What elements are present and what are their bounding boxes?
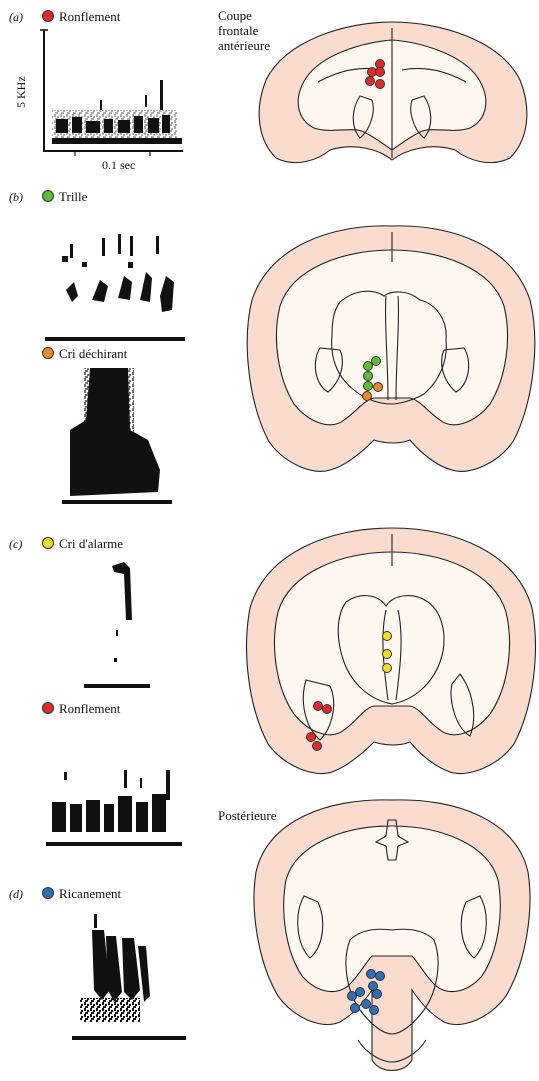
coupe-line-1: Coupe xyxy=(218,8,270,23)
legend-dot-red-icon xyxy=(42,10,54,22)
label-text: Cri d'alarme xyxy=(59,536,123,551)
spectrogram-d-ricanement xyxy=(72,914,186,1040)
panel-letter-b: (b) xyxy=(9,190,23,205)
y-axis-label: 5 KHz xyxy=(14,76,29,108)
brain-section-posterior xyxy=(254,800,530,1071)
legend-dot-red-icon xyxy=(42,702,54,714)
legend-dot-green-icon xyxy=(42,190,54,202)
posterieure-label: Postérieure xyxy=(218,808,276,823)
brain-section-2 xyxy=(247,226,535,472)
label-text: Trille xyxy=(59,189,87,204)
label-text: Cri déchirant xyxy=(59,346,127,361)
coupe-frontale-note: Coupe frontale antérieure xyxy=(218,8,270,53)
spectrogram-c-ronflement xyxy=(46,770,182,846)
brain-section-3 xyxy=(247,528,536,774)
label-trille: Trille xyxy=(42,189,87,205)
x-axis-label: 0.1 sec xyxy=(102,158,135,173)
legend-dot-orange-icon xyxy=(42,347,54,359)
sites-cri-alarme xyxy=(383,632,392,673)
spectrogram-b-cri-dechirant xyxy=(62,368,172,504)
spectrogram-a xyxy=(40,30,183,156)
label-text: Ronflement xyxy=(59,701,120,716)
brain-section-anterior xyxy=(259,22,527,163)
label-cri-alarme: Cri d'alarme xyxy=(42,536,123,552)
label-ronflement-c: Ronflement xyxy=(42,701,120,717)
label-text: Ricanement xyxy=(59,886,121,901)
label-ricanement: Ricanement xyxy=(42,886,121,902)
label-ronflement-a: Ronflement xyxy=(42,9,120,25)
spectrogram-c-cri-alarme xyxy=(84,562,150,688)
panel-letter-a: (a) xyxy=(9,10,23,25)
panel-letter-c: (c) xyxy=(9,537,22,552)
legend-dot-yellow-icon xyxy=(42,537,54,549)
label-cri-dechirant: Cri déchirant xyxy=(42,346,127,362)
coupe-line-2: frontale xyxy=(218,23,270,38)
coupe-line-3: antérieure xyxy=(218,38,270,53)
spectrogram-b-trille xyxy=(45,234,185,341)
panel-letter-d: (d) xyxy=(9,887,23,902)
legend-dot-blue-icon xyxy=(42,887,54,899)
label-text: Ronflement xyxy=(59,9,120,24)
